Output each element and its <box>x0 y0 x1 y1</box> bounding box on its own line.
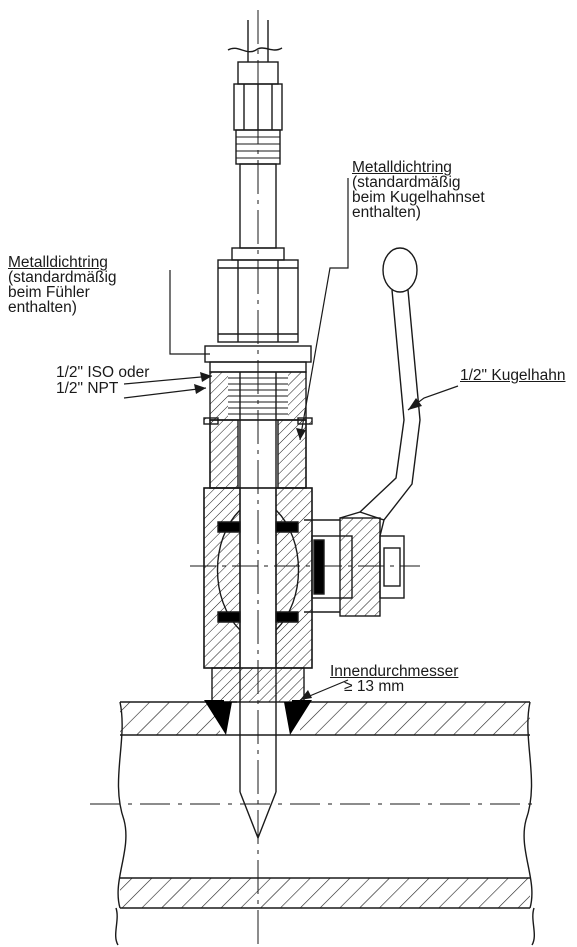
sensor-cable <box>227 20 283 62</box>
label-metalldichtring-fuehler: Metalldichtring (standardmäßig beim Fühl… <box>8 254 117 316</box>
label-line: enthalten) <box>8 299 77 316</box>
label-innendurchmesser: Innendurchmesser ≥ 13 mm <box>330 663 459 695</box>
label-line: enthalten) <box>352 204 421 221</box>
weld-seams <box>204 700 312 735</box>
label-line: (standardmäßig <box>352 174 461 191</box>
label-line: ≥ 13 mm <box>344 678 405 695</box>
ball-valve-handle <box>339 247 421 537</box>
label-line: 1/2" ISO oder <box>56 364 150 381</box>
label-line: (standardmäßig <box>8 269 117 286</box>
sensor-head <box>231 61 285 261</box>
threaded-adapter <box>203 371 313 489</box>
label-line: Metalldichtring <box>352 159 452 176</box>
label-line: beim Kugelhahnset <box>352 189 485 206</box>
ball-valve-stem <box>304 517 405 617</box>
pipe <box>90 701 540 946</box>
hex-nut <box>217 259 299 343</box>
arrow-heads <box>194 372 422 700</box>
label-line: Metalldichtring <box>8 254 108 271</box>
label-line: beim Fühler <box>8 284 90 301</box>
label-metalldichtring-kugelhahnset: Metalldichtring (standardmäßig beim Kuge… <box>352 159 485 221</box>
label-line: Innendurchmesser <box>330 663 459 680</box>
label-thread-iso: 1/2" ISO oder <box>56 364 150 381</box>
label-line: 1/2" NPT <box>56 380 119 397</box>
ball-valve-body <box>190 487 420 703</box>
label-line: 1/2" Kugelhahn <box>460 367 566 384</box>
label-kugelhahn: 1/2" Kugelhahn <box>460 367 566 384</box>
label-thread-npt: 1/2" NPT <box>56 380 119 397</box>
